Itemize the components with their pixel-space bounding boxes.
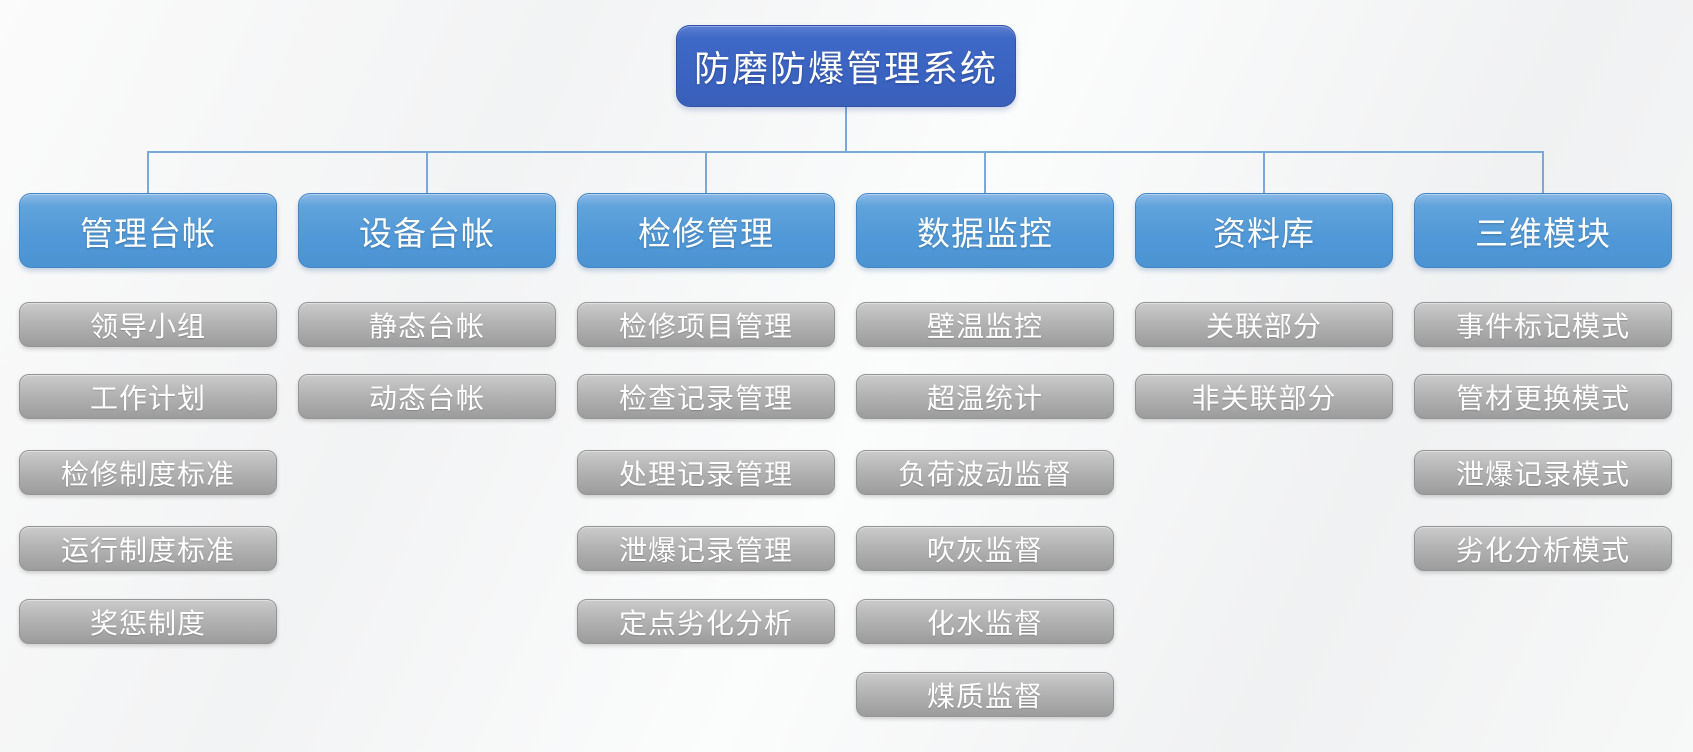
leaf-node: 非关联部分: [1135, 374, 1393, 419]
root-node: 防磨防爆管理系统: [676, 25, 1016, 107]
leaf-node: 管材更换模式: [1414, 374, 1672, 419]
leaf-node: 泄爆记录模式: [1414, 450, 1672, 495]
connector-drop-2: [426, 152, 428, 193]
leaf-node: 煤质监督: [856, 672, 1114, 717]
leaf-node: 运行制度标准: [19, 526, 277, 571]
leaf-node: 领导小组: [19, 302, 277, 347]
leaf-node: 壁温监控: [856, 302, 1114, 347]
connector-drop-1: [147, 152, 149, 193]
leaf-node: 定点劣化分析: [577, 599, 835, 644]
leaf-node: 负荷波动监督: [856, 450, 1114, 495]
connector-drop-3: [705, 152, 707, 193]
branch-header-data-monitoring: 数据监控: [856, 193, 1114, 268]
leaf-node: 静态台帐: [298, 302, 556, 347]
leaf-node: 处理记录管理: [577, 450, 835, 495]
leaf-node: 检修项目管理: [577, 302, 835, 347]
connector-drop-6: [1542, 152, 1544, 193]
leaf-node: 泄爆记录管理: [577, 526, 835, 571]
leaf-node: 检查记录管理: [577, 374, 835, 419]
connector-trunk: [845, 106, 847, 152]
leaf-node: 劣化分析模式: [1414, 526, 1672, 571]
branch-header-equipment-ledger: 设备台帐: [298, 193, 556, 268]
leaf-node: 超温统计: [856, 374, 1114, 419]
connector-drop-4: [984, 152, 986, 193]
leaf-node: 吹灰监督: [856, 526, 1114, 571]
branch-header-library: 资料库: [1135, 193, 1393, 268]
branch-header-3d-module: 三维模块: [1414, 193, 1672, 268]
leaf-node: 化水监督: [856, 599, 1114, 644]
branch-header-management-ledger: 管理台帐: [19, 193, 277, 268]
leaf-node: 关联部分: [1135, 302, 1393, 347]
leaf-node: 奖惩制度: [19, 599, 277, 644]
connector-horizontal: [147, 151, 1544, 153]
branch-header-overhaul-management: 检修管理: [577, 193, 835, 268]
leaf-node: 动态台帐: [298, 374, 556, 419]
leaf-node: 工作计划: [19, 374, 277, 419]
leaf-node: 事件标记模式: [1414, 302, 1672, 347]
leaf-node: 检修制度标准: [19, 450, 277, 495]
connector-drop-5: [1263, 152, 1265, 193]
